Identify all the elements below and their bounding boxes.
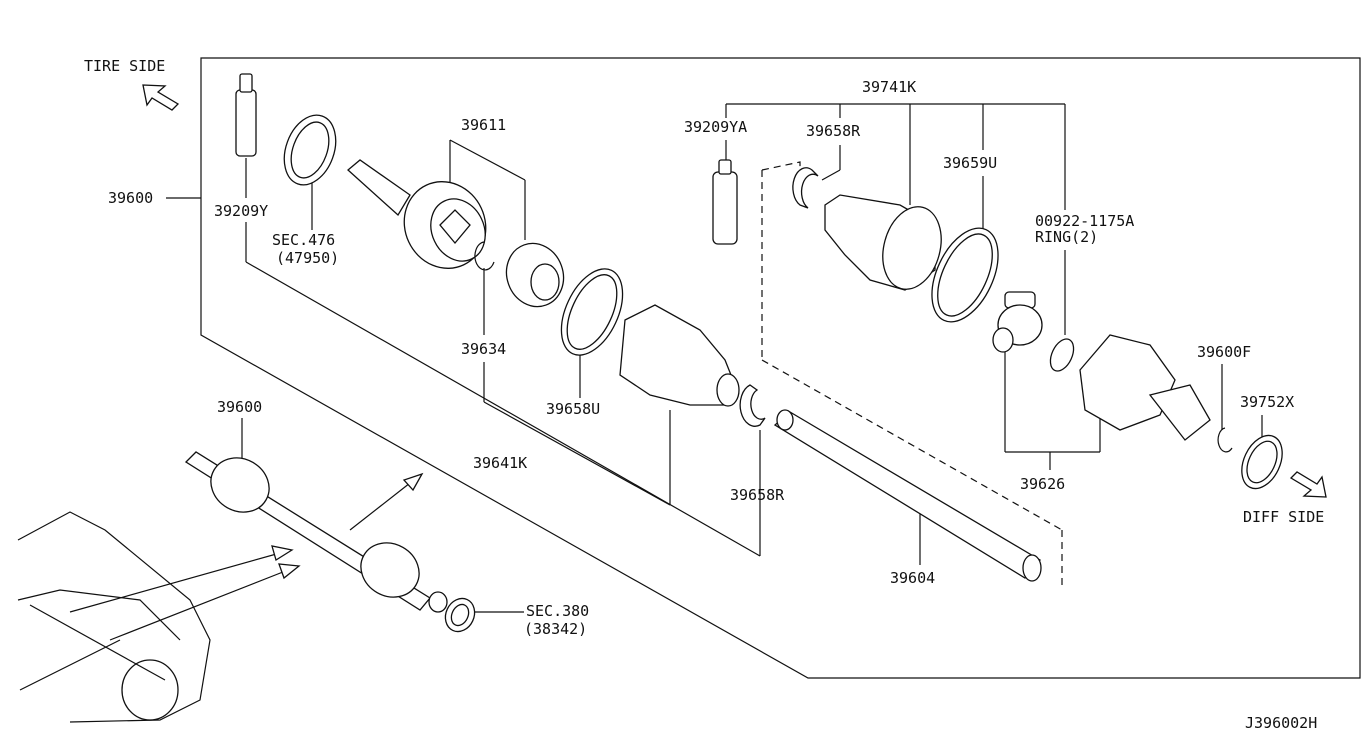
leader-lines	[241, 103, 1263, 613]
inner-assembly-outline	[761, 161, 801, 171]
shaft-39604	[773, 409, 1042, 582]
label-sec380-ref: (38342)	[524, 620, 587, 638]
label-39658U: 39658U	[546, 400, 600, 418]
label-39634: 39634	[461, 340, 506, 358]
seal-39752X	[1241, 434, 1283, 490]
inner-boot	[824, 194, 942, 291]
label-39611: 39611	[461, 116, 506, 134]
outer-boot	[619, 304, 740, 407]
tire-side-label: TIRE SIDE	[84, 57, 165, 75]
label-00922-1175A: 00922-1175A	[1035, 212, 1134, 230]
circlip-39600F	[1217, 427, 1233, 453]
label-sec476-ref: (47950)	[276, 249, 339, 267]
label-39209YA: 39209YA	[684, 118, 747, 136]
outer-joint-housing	[347, 159, 487, 269]
spider-39626	[992, 291, 1043, 353]
label-39600F: 39600F	[1197, 343, 1251, 361]
install-direction-arrow-icon	[349, 472, 424, 531]
assembly-frame	[200, 57, 1361, 679]
label-39658R-top: 39658R	[806, 122, 861, 140]
boot-band-39658U	[560, 268, 624, 356]
label-39600-inset: 39600	[217, 398, 262, 416]
label-39600-main: 39600	[108, 189, 153, 207]
ring-00922-1175A	[1049, 338, 1075, 372]
grease-tube-39209Y	[235, 73, 257, 157]
label-39752X: 39752X	[1240, 393, 1294, 411]
diff-side-label: DIFF SIDE	[1243, 508, 1324, 526]
label-sec476: SEC.476	[272, 231, 335, 249]
sensor-ring-sec476	[283, 114, 337, 186]
label-39658R-bottom: 39658R	[730, 486, 785, 504]
label-39741K: 39741K	[862, 78, 916, 96]
diff-side-arrow-icon	[1289, 471, 1327, 498]
label-39641K: 39641K	[473, 454, 527, 472]
tire-side-arrow-icon	[142, 84, 180, 111]
diagram-code: J396002H	[1245, 714, 1317, 732]
inner-joint-housing	[1079, 334, 1211, 441]
small-band-39658R-bottom	[739, 384, 766, 427]
label-sec380: SEC.380	[526, 602, 589, 620]
label-39604: 39604	[890, 569, 935, 587]
grease-tube-39209YA	[712, 159, 738, 245]
label-39209Y: 39209Y	[214, 202, 268, 220]
cage-39611	[505, 242, 565, 308]
location-arrow-icon	[69, 545, 301, 641]
label-ring: RING(2)	[1035, 228, 1098, 246]
small-band-39658R-top	[792, 167, 819, 209]
boot-band-39659U	[931, 227, 999, 323]
assembled-driveshaft-inset	[184, 451, 476, 633]
label-39626: 39626	[1020, 475, 1065, 493]
label-39659U: 39659U	[943, 154, 997, 172]
snap-ring-39634	[474, 241, 495, 271]
vehicle-outline	[17, 511, 211, 723]
